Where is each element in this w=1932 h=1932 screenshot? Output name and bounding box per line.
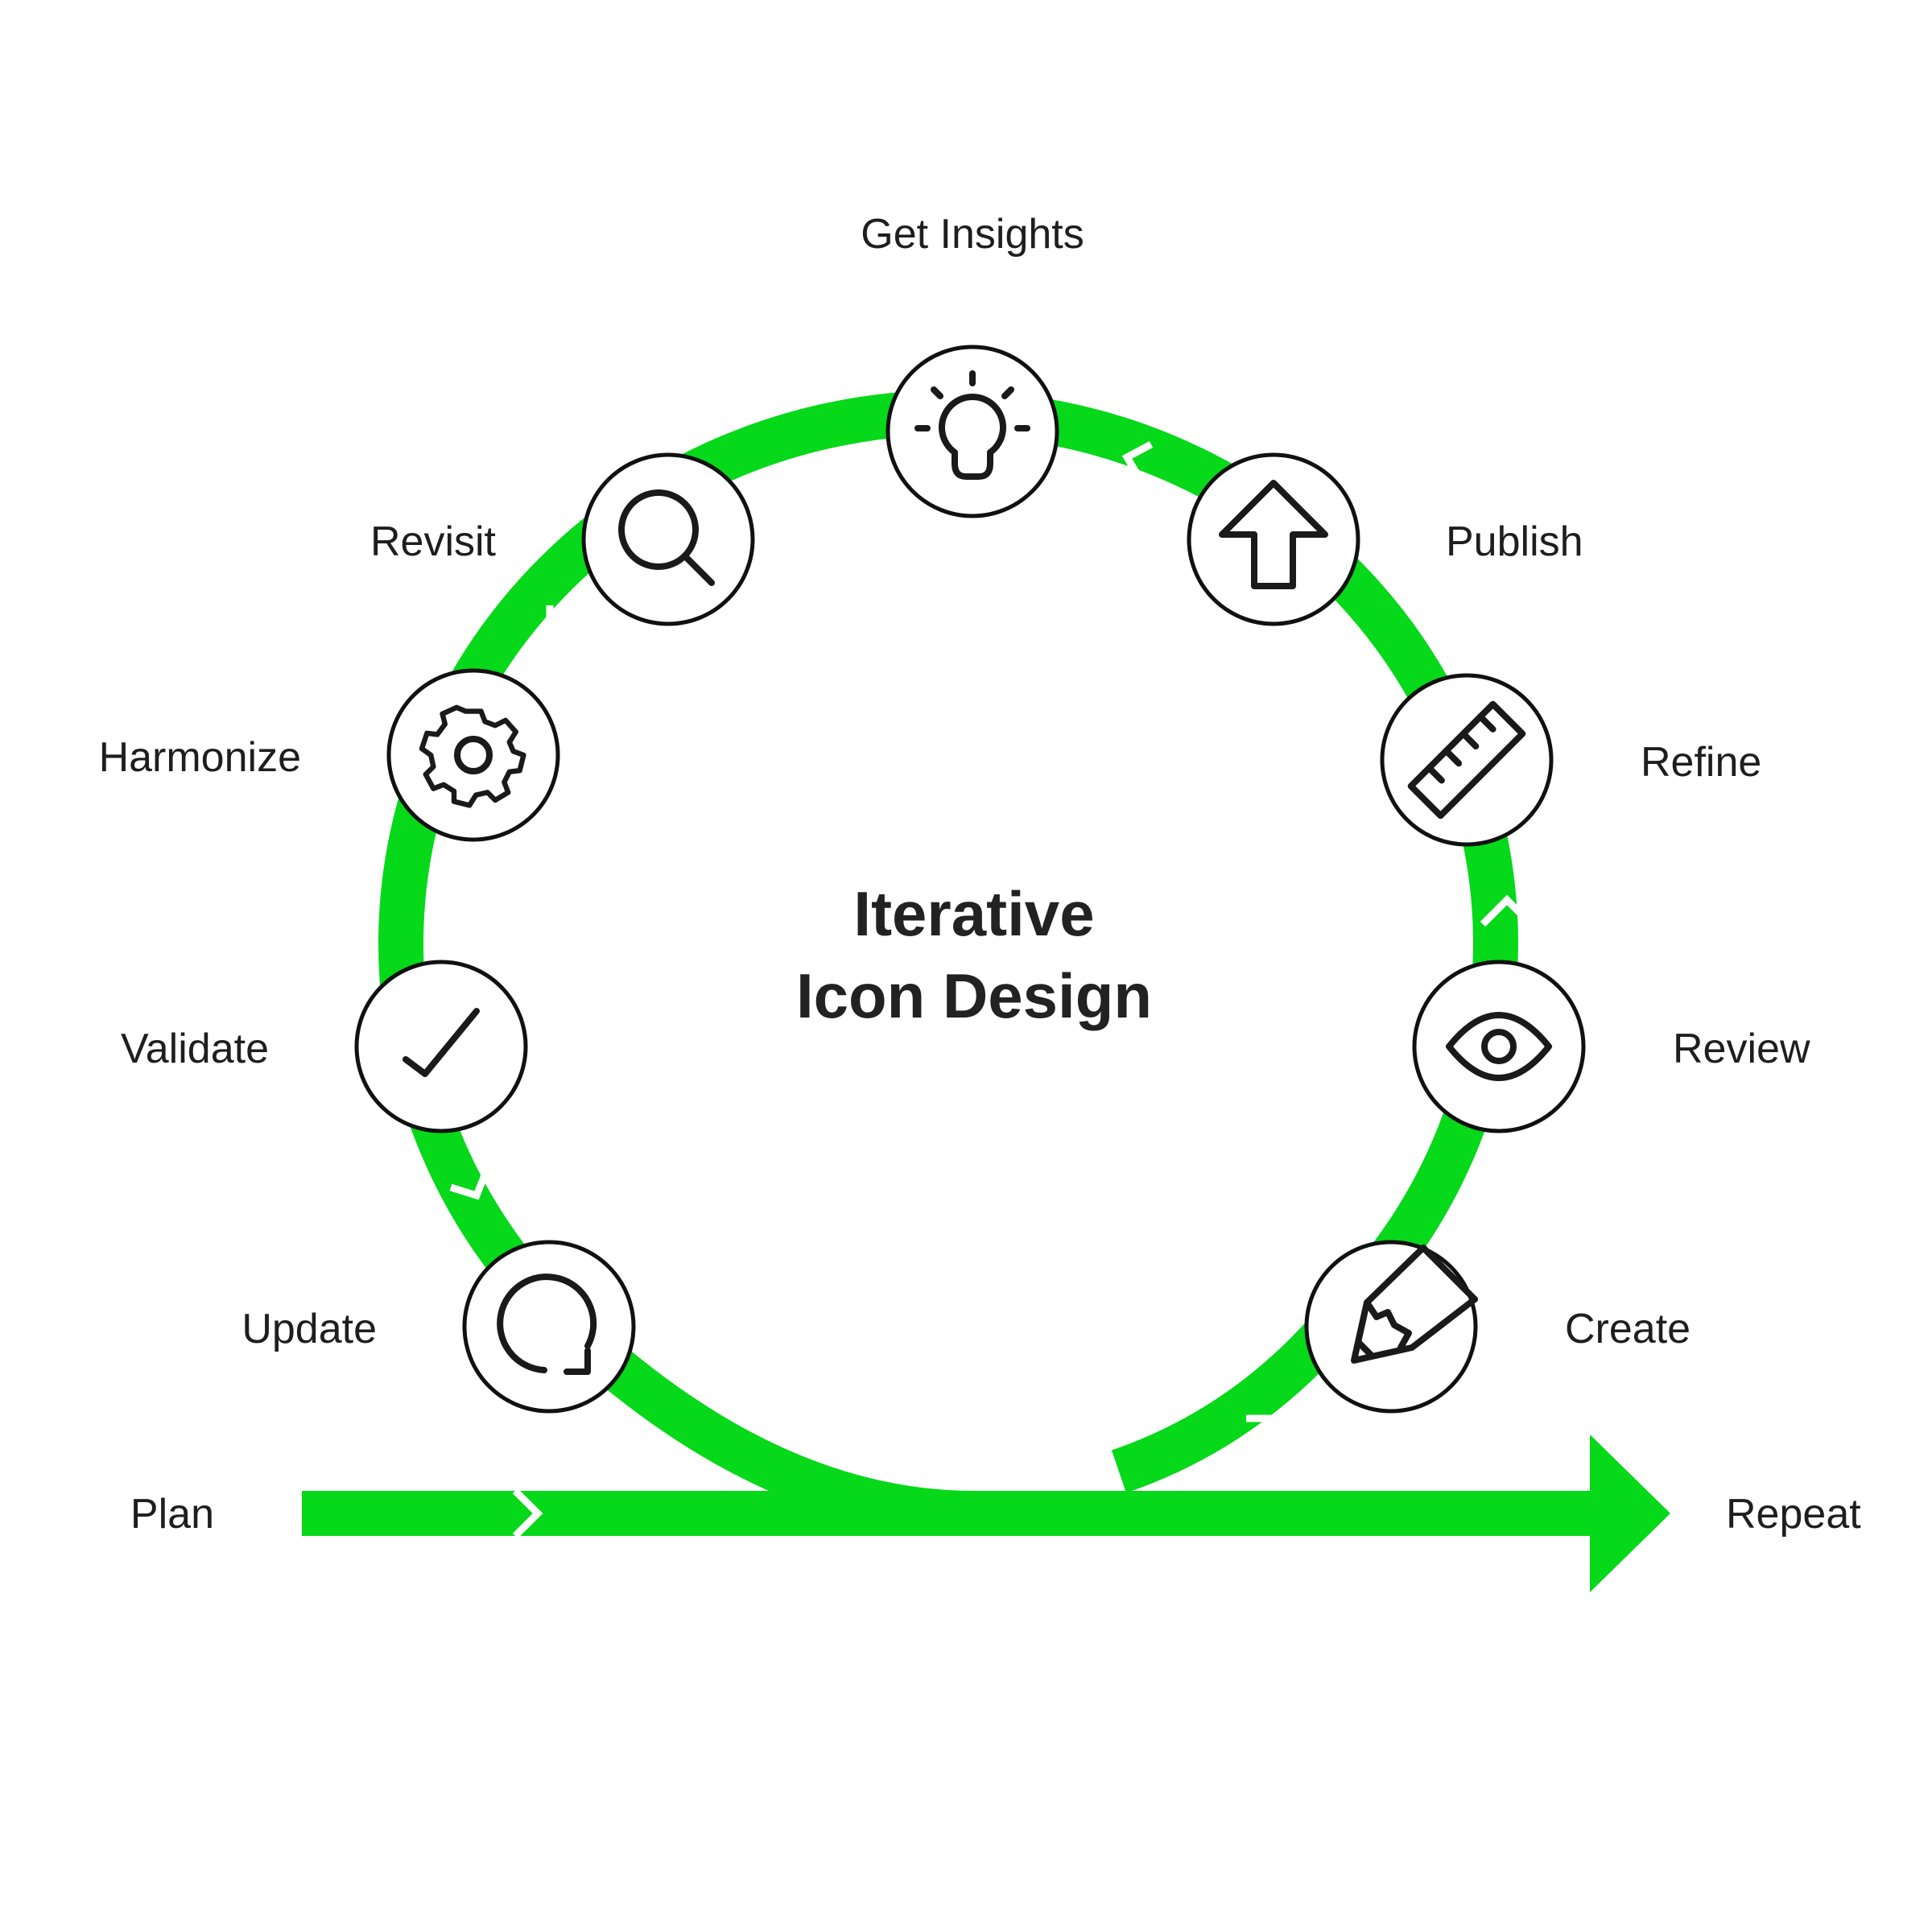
checkmark-icon <box>402 1008 480 1077</box>
direction-chevron <box>1480 894 1534 927</box>
node-get-insights <box>886 345 1059 518</box>
diagram-title-line2: Icon Design <box>796 960 1152 1031</box>
plan-label: Plan <box>130 1491 214 1538</box>
pencil-icon <box>1351 1245 1478 1364</box>
node-label-revisit: Revisit <box>370 518 497 565</box>
repeat-arrow-head <box>1590 1435 1670 1592</box>
diagram-title-line1: Iterative <box>853 878 1094 949</box>
node-label-publish: Publish <box>1446 518 1583 565</box>
plan-arrow-shaft <box>302 1491 1606 1536</box>
node-publish <box>1187 452 1360 626</box>
arrow-up-icon <box>1219 480 1328 589</box>
direction-chevron <box>546 605 576 635</box>
node-update <box>462 1240 636 1414</box>
repeat-label: Repeat <box>1726 1491 1861 1538</box>
refresh-icon <box>497 1274 597 1375</box>
node-label-validate: Validate <box>121 1026 269 1072</box>
node-label-create: Create <box>1565 1306 1690 1352</box>
node-label-get-insights: Get Insights <box>861 211 1084 258</box>
lightbulb-icon <box>914 370 1030 480</box>
node-label-review: Review <box>1673 1026 1810 1072</box>
direction-chevron <box>1246 1414 1274 1445</box>
direction-chevron <box>512 1488 543 1539</box>
node-label-refine: Refine <box>1641 739 1761 786</box>
search-icon <box>618 489 715 586</box>
gear-icon <box>419 704 526 808</box>
node-label-update: Update <box>242 1306 377 1352</box>
ruler-icon <box>1407 700 1526 819</box>
node-refine <box>1380 673 1554 847</box>
eye-icon <box>1446 1012 1552 1081</box>
direction-chevron <box>449 1170 490 1200</box>
node-validate <box>354 960 528 1133</box>
node-revisit <box>581 452 755 626</box>
node-harmonize <box>386 668 560 842</box>
node-create <box>1304 1240 1478 1414</box>
node-label-harmonize: Harmonize <box>99 734 301 781</box>
node-review <box>1412 960 1586 1133</box>
direction-chevron <box>1121 441 1154 484</box>
